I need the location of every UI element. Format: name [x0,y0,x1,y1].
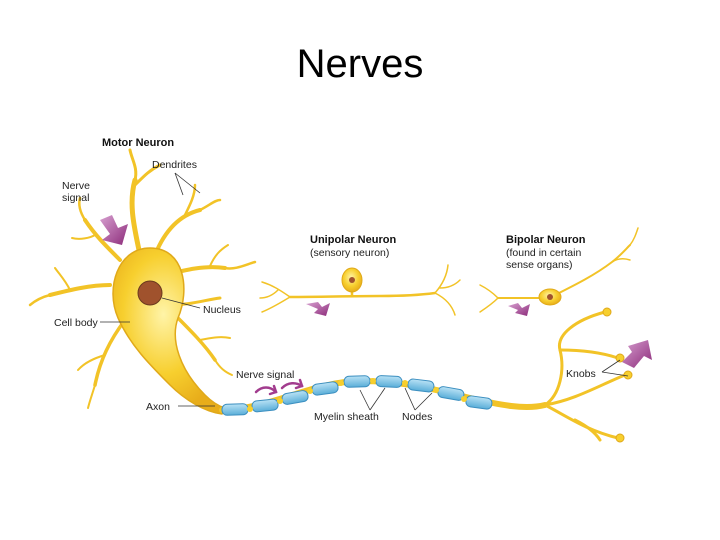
myelin-sheath [221,375,493,416]
leader-lines [100,172,629,411]
nerve-signal-arrow-icon [100,215,128,245]
knobs-label: Knobs [566,368,596,380]
axon-terminals [543,310,627,442]
axon-label: Axon [146,401,170,413]
bipolar-signal-arrow-icon [508,303,530,316]
dendrites-label: Dendrites [152,159,197,171]
bipolar-neuron-subtitle-line2: sense organs) [506,259,573,271]
cell-body-label: Cell body [54,317,99,329]
bipolar-neuron-title: Bipolar Neuron [506,234,586,246]
slide-title: Nerves [296,42,424,86]
motor-neuron-title: Motor Neuron [102,137,174,149]
unipolar-signal-arrow-icon [306,302,330,316]
knob-signal-arrow-icon [622,340,652,368]
motor-cell-body [112,247,227,415]
axon-signal-arrows [254,378,304,396]
axon-nerve-signal-label: Nerve signal [236,369,294,381]
bipolar-neuron-subtitle-line1: (found in certain [506,247,581,259]
nerve-signal-label-line1: Nerve [62,180,90,192]
nodes-label: Nodes [402,411,432,423]
unipolar-neuron [259,264,461,316]
nerve-signal-label-line2: signal [62,192,89,204]
unipolar-neuron-title: Unipolar Neuron [310,234,396,246]
unipolar-neuron-subtitle: (sensory neuron) [310,247,389,259]
nucleus-icon [137,280,163,306]
knob-icons [602,307,633,443]
nucleus-label: Nucleus [203,304,241,316]
myelin-sheath-label: Myelin sheath [314,411,379,423]
bipolar-neuron [479,227,639,313]
nodes-of-ranvier [247,378,467,412]
